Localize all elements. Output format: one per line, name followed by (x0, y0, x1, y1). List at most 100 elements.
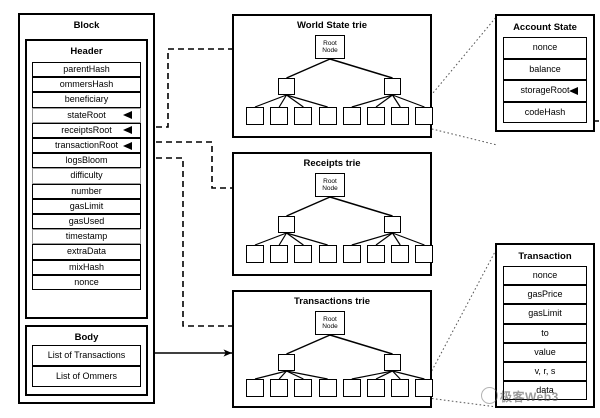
receipts-trie-leaf-node-5 (342, 245, 361, 263)
world-state-trie-leaf-node-3 (294, 107, 313, 125)
world-state-trie-leaf-node-7 (391, 107, 410, 125)
receipts-trie-leaf-node-8 (415, 245, 434, 263)
transaction-field-label: value (534, 346, 556, 357)
callout-transactions-leaf-to-transaction (427, 247, 498, 408)
transactions-trie-branch-node-1 (278, 354, 295, 371)
transaction-field-label: gasPrice (527, 289, 563, 300)
transaction-field-label: gasLimit (528, 308, 562, 319)
receipts-trie-branch-node-1 (278, 216, 295, 233)
account-state-field-balance: balance (503, 58, 587, 80)
body-title: Body (74, 332, 99, 343)
body-field-label: List of Transactions (47, 350, 126, 360)
transaction-field-label: v, r, s (534, 366, 556, 377)
header-field-timestamp: timestamp (32, 229, 141, 245)
header-field-receiptsroot: receiptsRoot (32, 122, 141, 138)
root-node-label-line2: Node (322, 47, 338, 54)
header-field-label: parentHash (63, 64, 110, 75)
header-field-difficulty: difficulty (32, 168, 141, 184)
body-field-list-of-ommers: List of Ommers (32, 366, 141, 387)
transactions-trie-leaf-node-3 (294, 379, 313, 397)
body-field-label: List of Ommers (55, 371, 117, 381)
root-node-label-line2: Node (322, 185, 338, 192)
header-field-mixhash: mixHash (32, 259, 141, 275)
receipts-trie-leaf-node-4 (318, 245, 337, 263)
root-node-label-line2: Node (322, 323, 338, 330)
receipts-trie-leaf-node-7 (391, 245, 410, 263)
header-field-label: difficulty (70, 170, 103, 181)
header-field-label: receiptsRoot (61, 124, 112, 135)
header-field-stateroot: stateRoot (32, 107, 141, 123)
account-state-field-storageroot: storageRoot (503, 80, 587, 102)
header-field-label: transactionRoot (54, 140, 119, 151)
world-state-trie-branch-node-2 (384, 78, 401, 95)
account-state-field-label: storageRoot (520, 85, 570, 96)
root-node-label-line1: Root (323, 315, 337, 323)
transactions-trie-leaf-node-4 (318, 379, 337, 397)
watermark-logo-icon (481, 387, 498, 404)
world-state-trie-leaf-node-4 (318, 107, 337, 125)
world-state-trie-leaf-node-1 (246, 107, 264, 125)
transaction-field-v-r-s: v, r, s (503, 362, 587, 382)
receipts-trie-leaf-node-6 (367, 245, 385, 263)
inbound-arrow-icon (123, 141, 132, 150)
world-state-trie-title: World State trie (296, 20, 368, 31)
header-field-logsbloom: logsBloom (32, 153, 141, 169)
root-node-label-line1: Root (323, 39, 337, 47)
header-field-label: beneficiary (64, 94, 109, 105)
header-field-label: nonce (74, 276, 99, 287)
root-node-label-line1: Root (323, 177, 337, 185)
transaction-field-label: nonce (532, 270, 558, 281)
header-field-label: gasLimit (69, 200, 104, 211)
account-state-field-label: balance (529, 63, 561, 74)
receipts-trie-branch-node-2 (384, 216, 401, 233)
transactions-trie-leaf-node-7 (391, 379, 410, 397)
header-field-number: number (32, 183, 141, 199)
transactions-trie-leaf-node-8 (415, 379, 434, 397)
transaction-field-data: data (503, 381, 587, 401)
callout-world-state-leaf-to-account-state (427, 15, 498, 146)
transaction-field-label: to (541, 327, 549, 338)
receipts-trie-leaf-node-3 (294, 245, 313, 263)
header-field-label: extraData (66, 246, 107, 257)
body-field-list-of-transactions: List of Transactions (32, 345, 141, 366)
inbound-arrow-icon (123, 126, 132, 135)
transactions-trie-leaf-node-2 (270, 379, 289, 397)
header-field-gasused: gasUsed (32, 214, 141, 230)
header-title: Header (70, 46, 103, 57)
header-field-label: timestamp (65, 231, 108, 242)
header-field-label: gasUsed (68, 216, 105, 227)
header-field-extradata: extraData (32, 244, 141, 260)
world-state-trie-leaf-node-8 (415, 107, 434, 125)
transactions-trie-leaf-node-1 (246, 379, 264, 397)
header-field-label: logsBloom (65, 155, 108, 166)
header-field-label: stateRoot (67, 109, 106, 120)
watermark-text: 极客Web3 (500, 390, 559, 404)
transactions-trie-title: Transactions trie (293, 296, 371, 307)
transaction-field-gasprice: gasPrice (503, 285, 587, 305)
transaction-title: Transaction (518, 251, 572, 262)
transactions-trie-branch-node-2 (384, 354, 401, 371)
header-field-transactionroot: transactionRoot (32, 138, 141, 154)
transaction-field-gaslimit: gasLimit (503, 304, 587, 324)
account-state-title: Account State (513, 22, 577, 33)
inbound-arrow-icon (123, 111, 132, 120)
header-field-beneficiary: beneficiary (32, 92, 141, 108)
account-state-field-nonce: nonce (503, 37, 587, 59)
block-title: Block (73, 20, 100, 31)
transactions-trie-leaf-node-6 (367, 379, 385, 397)
transaction-field-nonce: nonce (503, 266, 587, 286)
inbound-arrow-icon (569, 86, 578, 95)
header-field-parenthash: parentHash (32, 62, 141, 78)
header-field-nonce: nonce (32, 274, 141, 290)
world-state-trie-branch-node-1 (278, 78, 295, 95)
account-state-field-codehash: codeHash (503, 101, 587, 123)
header-field-label: number (71, 185, 102, 196)
transaction-field-to: to (503, 323, 587, 343)
header-field-ommershash: ommersHash (32, 77, 141, 93)
world-state-trie-leaf-node-5 (342, 107, 361, 125)
account-state-field-label: codeHash (524, 106, 566, 117)
header-field-label: ommersHash (59, 79, 114, 90)
